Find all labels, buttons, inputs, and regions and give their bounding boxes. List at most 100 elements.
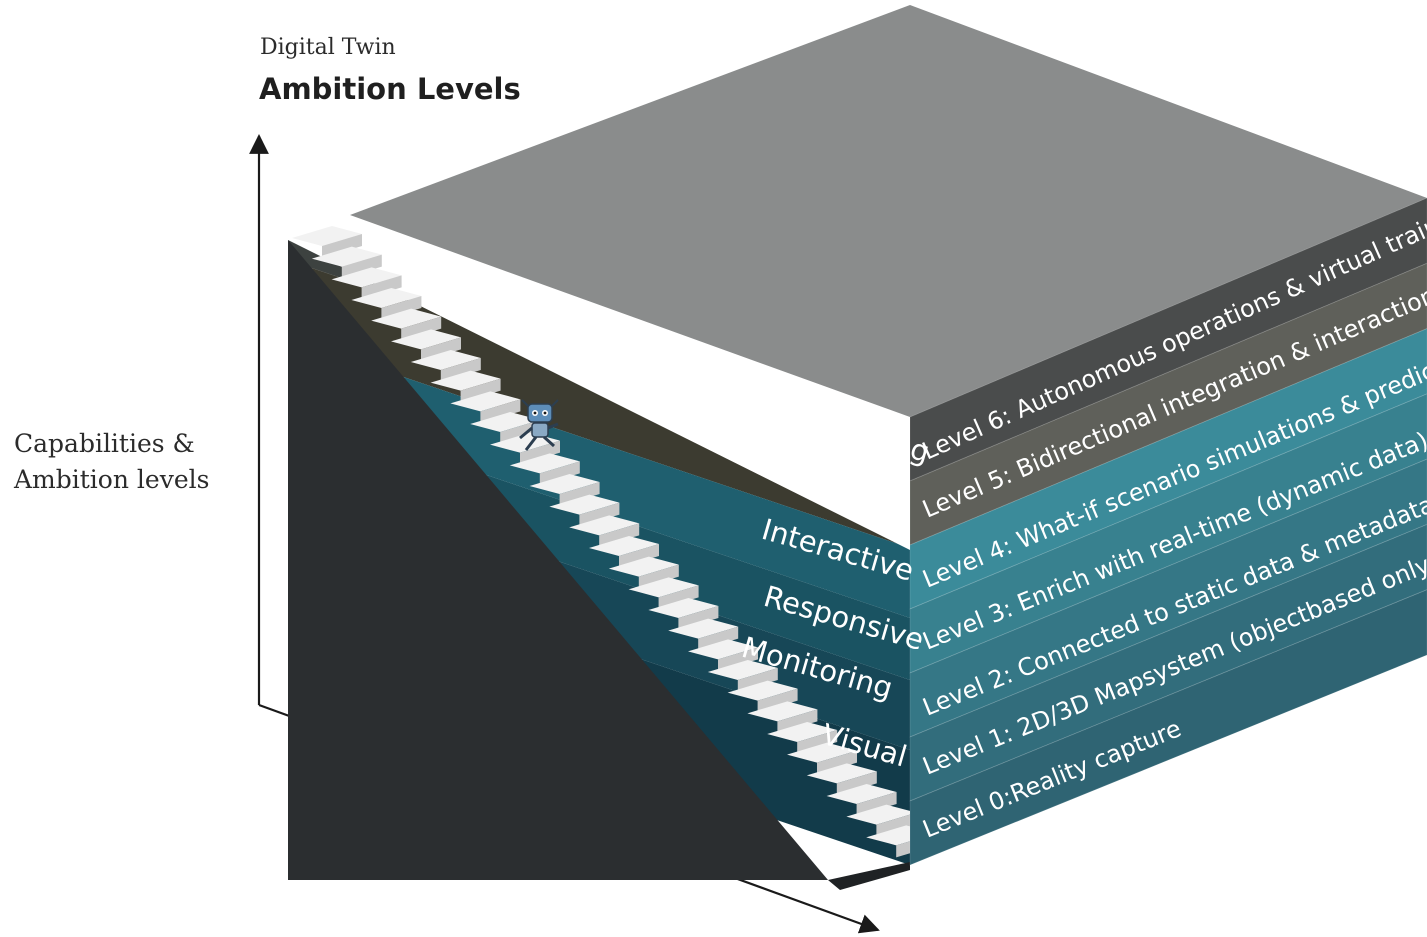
stair-step <box>549 494 620 527</box>
stair-step <box>470 412 541 444</box>
stair-tread <box>351 288 422 308</box>
stair-riser <box>381 296 422 320</box>
stair-wall <box>288 240 828 880</box>
block-bottom-edge <box>828 862 910 890</box>
stair-riser <box>638 564 679 589</box>
block-right-face <box>909 197 1427 866</box>
right-band-level-2 <box>909 458 1427 738</box>
stair-step <box>529 474 600 506</box>
stair-riser <box>757 688 798 713</box>
stair-step <box>391 329 461 362</box>
stair-riser <box>698 626 739 651</box>
stair-riser <box>817 750 857 775</box>
stair-tread <box>311 246 382 267</box>
stair-tread <box>391 329 461 350</box>
stair-step <box>628 577 699 610</box>
y-axis-label: Capabilities & Ambition levels <box>13 429 209 494</box>
stair-tread <box>569 515 640 536</box>
left-band-active <box>288 260 910 548</box>
stair-tread <box>668 618 739 639</box>
stair-step <box>450 391 521 424</box>
stair-riser <box>361 275 402 300</box>
stair-riser <box>500 420 541 444</box>
stair-step <box>371 308 442 341</box>
left-band-interactive <box>288 338 910 618</box>
block-top-face <box>350 5 1427 417</box>
stair-riser <box>678 606 719 630</box>
stair-step <box>668 618 739 651</box>
diagram-title: Ambition Levels <box>259 72 521 106</box>
stair-riser <box>520 440 560 465</box>
stair-tread <box>648 598 719 618</box>
stair-riser <box>619 544 659 568</box>
stair-riser <box>322 234 362 258</box>
stair-step <box>846 804 917 837</box>
stair-tread <box>707 660 778 680</box>
stair-tread <box>410 350 481 370</box>
stair-step <box>826 784 897 816</box>
stair-step <box>707 660 778 692</box>
stair-step <box>351 288 422 320</box>
stair-riser <box>421 337 461 362</box>
right-band-level-0 <box>909 589 1427 866</box>
stair-riser <box>460 378 501 403</box>
stair-riser <box>440 358 481 382</box>
stair-tread <box>608 556 679 577</box>
right-band-level-4 <box>909 328 1427 610</box>
stair-tread <box>806 763 877 784</box>
stair-riser <box>797 730 838 754</box>
stair-riser <box>559 482 600 506</box>
stair-riser <box>856 792 897 816</box>
stair-tread <box>430 370 501 391</box>
stair-step <box>410 350 481 382</box>
stair-step <box>767 722 838 754</box>
stair-step <box>311 246 382 279</box>
stair-riser <box>876 812 917 837</box>
stair-riser <box>836 771 877 796</box>
stair-step <box>331 267 402 300</box>
stair-tread <box>747 701 818 722</box>
right-band-level-3 <box>909 393 1427 674</box>
stair-tread <box>826 784 897 804</box>
stair-tread <box>628 577 699 598</box>
stair-step <box>569 515 640 548</box>
stair-step <box>589 536 659 568</box>
stair-step <box>747 701 818 734</box>
stair-tread <box>846 804 917 825</box>
stair-riser <box>777 709 818 734</box>
stair-riser <box>341 254 382 279</box>
stair-step <box>787 742 857 775</box>
right-band-level-6 <box>909 197 1427 482</box>
stair-tread <box>470 412 541 432</box>
stair-tread <box>371 308 442 329</box>
stair-tread <box>529 474 600 494</box>
robot-icon <box>519 399 559 451</box>
stair-riser <box>658 585 699 610</box>
stair-riser <box>579 502 620 527</box>
stair-step <box>688 639 758 672</box>
stair-step <box>806 763 877 796</box>
stair-tread <box>292 226 362 246</box>
stair-riser <box>718 647 758 672</box>
stair-tread <box>727 680 798 701</box>
stair-riser <box>737 668 778 692</box>
stair-step <box>648 598 719 630</box>
stair-tread <box>450 391 521 412</box>
stair-riser <box>599 523 640 548</box>
stair-riser <box>480 399 521 424</box>
diagram-subtitle: Digital Twin <box>260 35 396 60</box>
right-band-level-1 <box>909 523 1427 802</box>
stair-step <box>430 370 501 403</box>
stair-tread <box>509 453 580 474</box>
stair-step <box>292 226 362 258</box>
staircase <box>292 226 937 858</box>
stair-step <box>509 453 580 486</box>
right-band-level-5 <box>909 262 1427 546</box>
stair-tread <box>589 536 659 556</box>
stair-tread <box>688 639 758 660</box>
y-axis-label-line-2: Ambition levels <box>13 465 209 494</box>
stair-tread <box>331 267 402 288</box>
stair-step <box>608 556 679 589</box>
y-axis-label-line-1: Capabilities & <box>14 429 195 458</box>
